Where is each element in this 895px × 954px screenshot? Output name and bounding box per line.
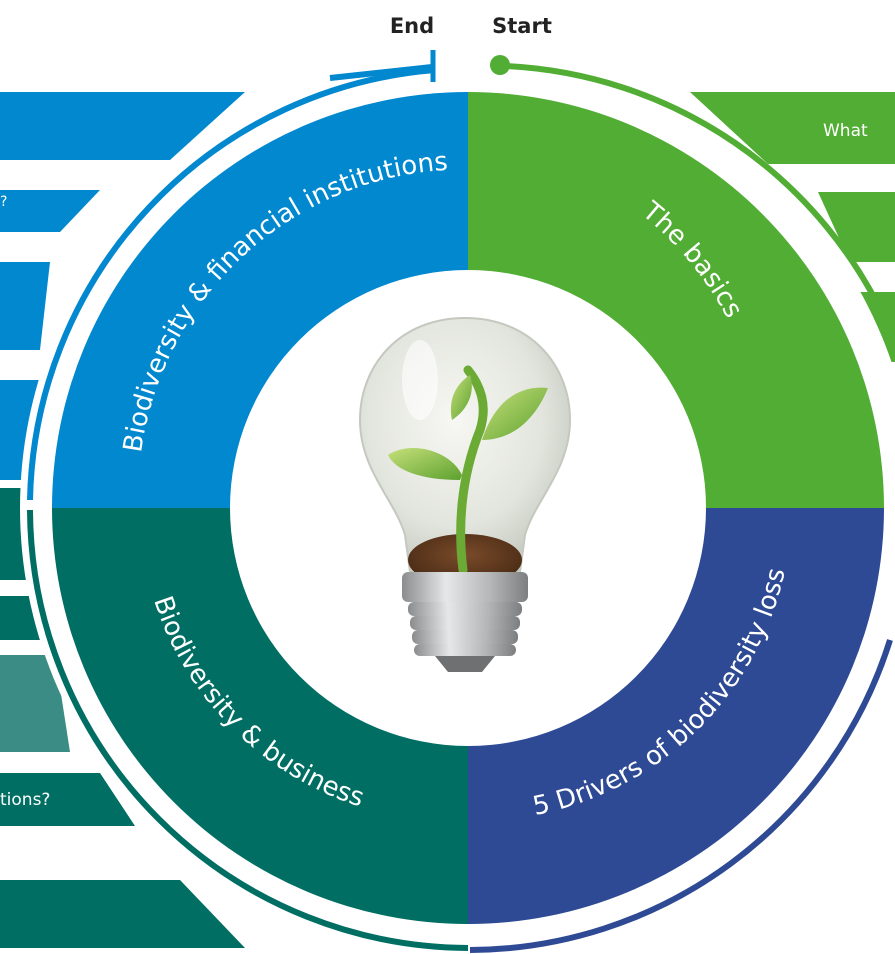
bulb-thread-2 (410, 616, 520, 630)
left-tab-1[interactable] (0, 92, 245, 160)
right-tab-2[interactable] (818, 192, 895, 262)
left-tab-2[interactable] (0, 190, 100, 232)
left-side-tabs (0, 92, 245, 948)
bulb-thread-3 (412, 630, 518, 644)
ring-drivers (469, 639, 893, 953)
lightbulb-with-sprout-icon (358, 316, 572, 672)
start-marker (490, 55, 510, 75)
left-tab-7[interactable] (0, 655, 70, 752)
end-label: End (390, 14, 434, 38)
right-tab-1[interactable] (690, 92, 895, 164)
left-tab-3[interactable] (0, 262, 50, 350)
ring-blue-top (329, 64, 433, 81)
left-tab-9[interactable] (0, 880, 245, 948)
bulb-thread-1 (408, 602, 522, 616)
left-tab-2-label: ? (0, 194, 7, 210)
leaf-left (388, 447, 462, 480)
bulb-base-top (402, 572, 528, 602)
bulb-thread-4 (414, 644, 516, 656)
left-tab-8-label: tions? (0, 790, 50, 810)
leaf-right-top (482, 387, 548, 440)
bulb-highlight (402, 340, 438, 420)
ring-business (27, 509, 469, 951)
bulb-tip (435, 656, 495, 672)
ring-basics (504, 63, 893, 332)
leaf-top (450, 375, 472, 420)
ring-financial (27, 67, 436, 501)
left-tab-8[interactable] (0, 773, 135, 826)
right-tab-1-label: What (823, 121, 868, 141)
sprout-stem (456, 365, 488, 575)
start-label: Start (492, 14, 552, 38)
